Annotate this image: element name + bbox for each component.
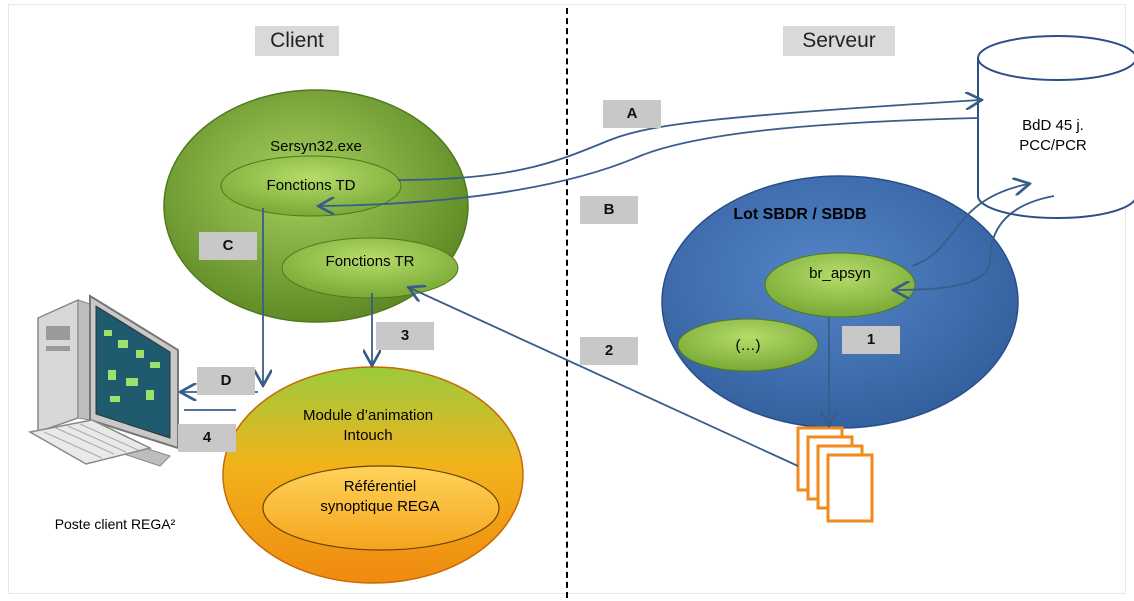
- other-process-label: (…): [735, 337, 761, 354]
- flow-label-1: 1: [842, 326, 900, 354]
- other-process-ellipse: [677, 318, 819, 372]
- br-apsyn-label: br_apsyn: [809, 265, 871, 282]
- animation-module-label-line1: Module d’animation: [302, 407, 434, 424]
- animation-module-label-line2: Intouch: [343, 427, 393, 444]
- br-apsyn-ellipse: [764, 252, 916, 318]
- database-label-line1: BdD 45 j.: [1022, 117, 1084, 134]
- arrow-a: [397, 100, 980, 181]
- client-header: Client: [255, 26, 339, 56]
- flow-label-d: D: [197, 367, 255, 395]
- referentiel-label-line1: Référentiel: [343, 478, 417, 495]
- workstation-label: Poste client REGA²: [54, 516, 176, 532]
- sersyn-label: Sersyn32.exe: [270, 138, 362, 155]
- computer-workstation-icon: [27, 294, 179, 467]
- client-server-divider: [566, 8, 568, 598]
- arrow-apsyn-to-db: [911, 184, 1028, 267]
- database-label-line2: PCC/PCR: [1019, 137, 1087, 154]
- output-files-icon: [796, 426, 874, 523]
- arrow-2: [410, 288, 799, 467]
- referentiel-ellipse: [262, 465, 500, 551]
- flow-label-2: 2: [580, 337, 638, 365]
- batch-label: Lot SBDR / SBDB: [733, 206, 867, 223]
- fonctions-tr-ellipse: [281, 237, 459, 299]
- flow-label-a: A: [603, 100, 661, 128]
- arrow-b: [320, 117, 979, 206]
- flow-label-4: 4: [178, 424, 236, 452]
- arrow-db-to-apsyn: [895, 195, 1055, 290]
- referentiel-label-line2: synoptique REGA: [320, 498, 440, 515]
- fonctions-td-label: Fonctions TD: [266, 177, 356, 194]
- flow-label-c: C: [199, 232, 257, 260]
- fonctions-td-ellipse: [220, 155, 402, 217]
- fonctions-tr-label: Fonctions TR: [325, 253, 415, 270]
- server-header: Serveur: [783, 26, 895, 56]
- flow-label-3: 3: [376, 322, 434, 350]
- flow-label-b: B: [580, 196, 638, 224]
